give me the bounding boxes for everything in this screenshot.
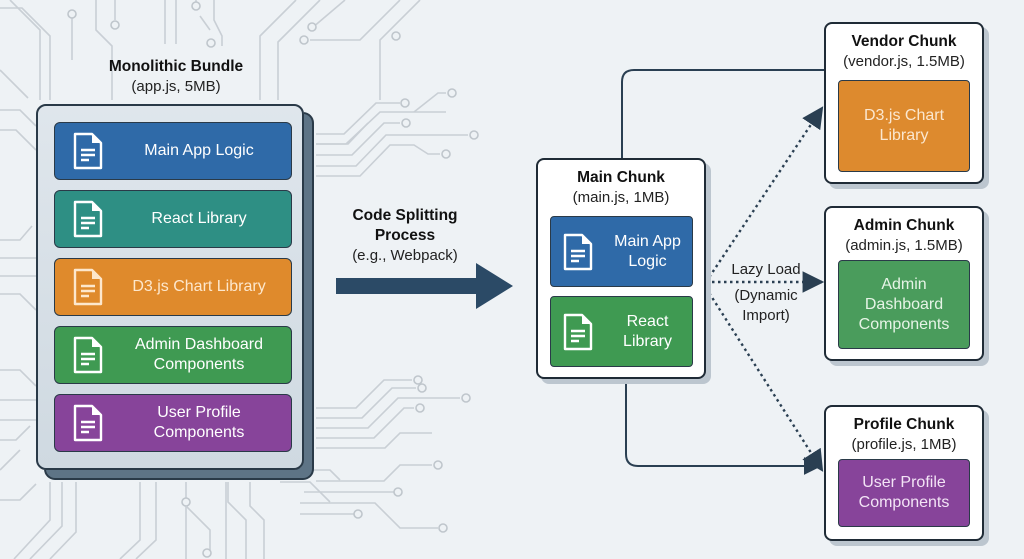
profile-chunk: Profile Chunk (profile.js, 1MB) User Pro… (824, 405, 984, 541)
admin-chunk-header: Admin Chunk (admin.js, 1.5MB) (826, 216, 982, 256)
main-chunk-title: Main Chunk (577, 169, 665, 186)
monolith-item-main-app-logic: Main App Logic (54, 122, 292, 180)
vendor-chunk-subtitle: (vendor.js, 1.5MB) (843, 53, 965, 70)
vendor-chunk: Vendor Chunk (vendor.js, 1.5MB) D3.js Ch… (824, 22, 984, 184)
admin-chunk-content: Admin Dashboard Components (838, 260, 970, 349)
monolith-item-react-library: React Library (54, 190, 292, 248)
profile-chunk-title: Profile Chunk (853, 416, 955, 433)
file-icon (73, 132, 121, 170)
file-icon (563, 233, 609, 271)
process-label: Code Splitting Process (e.g., Webpack) (340, 206, 470, 266)
profile-chunk-header: Profile Chunk (profile.js, 1MB) (826, 415, 982, 455)
admin-chunk: Admin Chunk (admin.js, 1.5MB) Admin Dash… (824, 206, 984, 361)
file-icon (563, 313, 609, 351)
monolith-item-label: D3.js Chart Library (132, 278, 266, 295)
main-chunk-subtitle: (main.js, 1MB) (572, 189, 670, 206)
main-chunk-header: Main Chunk (main.js, 1MB) (538, 168, 704, 208)
admin-chunk-title: Admin Chunk (853, 217, 955, 234)
monolith-item-label: Admin Dashboard Components (134, 336, 264, 373)
main-chunk-item-react-library: React Library (550, 296, 693, 367)
monolithic-bundle: Main App Logic React Library D3.js Chart… (36, 104, 304, 470)
main-chunk-item-label: React Library (623, 312, 672, 350)
lazy-load-label: Lazy Load (Dynamic Import) (722, 260, 810, 326)
vendor-chunk-header: Vendor Chunk (vendor.js, 1.5MB) (826, 32, 982, 72)
lazy-load-line1: Lazy Load (731, 261, 801, 278)
main-chunk-item-label: Main App Logic (614, 232, 681, 270)
vendor-chunk-content: D3.js Chart Library (838, 80, 970, 172)
monolith-item-label: React Library (151, 210, 247, 227)
lazy-load-line2: (Dynamic (734, 287, 798, 304)
process-title-line1: Code Splitting (352, 207, 458, 224)
monolith-item-label: User Profile Components (153, 404, 245, 441)
admin-chunk-subtitle: (admin.js, 1.5MB) (845, 237, 963, 254)
process-subtitle: (e.g., Webpack) (352, 247, 458, 264)
lazy-load-line3: Import) (742, 307, 790, 324)
monolith-title: Monolithic Bundle (108, 58, 244, 75)
monolith-item-admin-dashboard: Admin Dashboard Components (54, 326, 292, 384)
monolith-item-d3-chart-library: D3.js Chart Library (54, 258, 292, 316)
profile-chunk-content: User Profile Components (838, 459, 970, 527)
vendor-chunk-title: Vendor Chunk (851, 33, 957, 50)
monolith-item-user-profile: User Profile Components (54, 394, 292, 452)
main-chunk-item-main-app-logic: Main App Logic (550, 216, 693, 287)
monolith-item-label: Main App Logic (144, 142, 254, 159)
file-icon (73, 268, 121, 306)
profile-chunk-subtitle: (profile.js, 1MB) (851, 436, 957, 453)
file-icon (73, 200, 121, 238)
monolith-subtitle: (app.js, 5MB) (131, 78, 221, 95)
process-title-line2: Process (374, 227, 436, 244)
monolith-title-block: Monolithic Bundle (app.js, 5MB) (86, 57, 266, 97)
file-icon (73, 336, 121, 374)
main-chunk: Main Chunk (main.js, 1MB) Main App Logic… (536, 158, 706, 379)
file-icon (73, 404, 121, 442)
